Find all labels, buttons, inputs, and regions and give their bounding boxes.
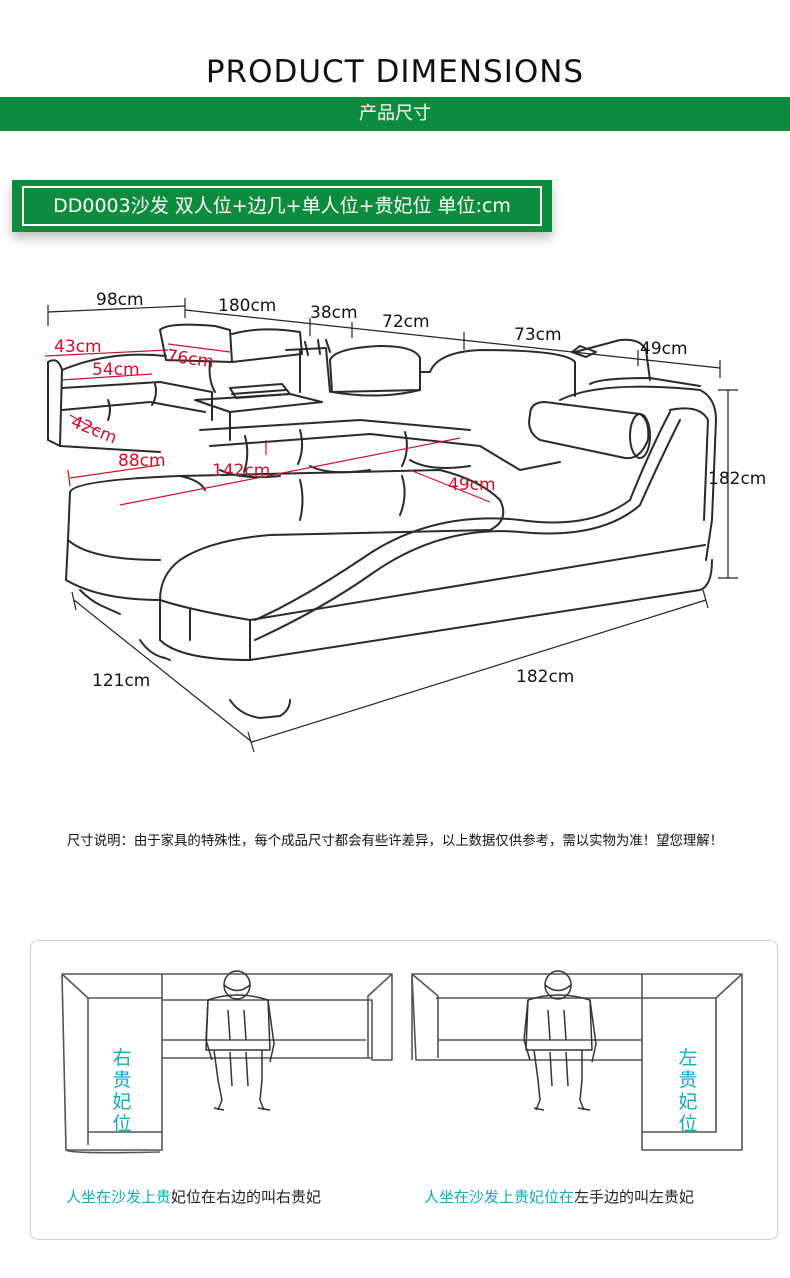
dimension-note: 尺寸说明：由于家具的特殊性，每个成品尺寸都会有些许差异，以上数据仅供参考，需以实…	[66, 834, 724, 849]
left-chaise-caption: 人坐在沙发上贵妃位在左手边的叫左贵妃	[424, 1186, 694, 1207]
right-chaise-char-2: 贵	[112, 1069, 131, 1091]
dim-182-right: 182cm	[708, 469, 766, 489]
right-chaise-caption-colored: 人坐在沙发上贵	[66, 1188, 172, 1206]
right-chaise-char-1: 右	[112, 1047, 131, 1069]
left-chaise-char-2: 贵	[678, 1069, 697, 1091]
model-label-background	[12, 180, 552, 232]
dim-49-top: 49cm	[640, 339, 688, 359]
right-chaise-char-4: 位	[112, 1113, 131, 1135]
dim-98: 98cm	[96, 290, 144, 310]
dim-182-bottom: 182cm	[516, 667, 574, 687]
left-chaise-caption-colored: 人坐在沙发上贵妃位在	[424, 1188, 575, 1206]
dim-88: 88cm	[118, 451, 166, 471]
left-chaise-char-3: 妃	[678, 1091, 697, 1113]
dim-142: 142cm	[212, 461, 270, 481]
orientation-panel	[30, 940, 778, 1240]
left-chaise-char-4: 位	[678, 1113, 697, 1135]
model-label: DD0003沙发 双人位+边几+单人位+贵妃位 单位:cm	[22, 186, 542, 226]
person-figure-left	[205, 970, 275, 1111]
sofa-dimension-diagram: 98cm 180cm 38cm 72cm 73cm 49cm 182cm 121…	[44, 290, 766, 753]
right-chaise-char-3: 妃	[112, 1091, 131, 1113]
person-figure-right	[523, 970, 597, 1111]
right-chaise-caption: 人坐在沙发上贵妃位在右边的叫右贵妃	[66, 1186, 321, 1207]
dim-121: 121cm	[92, 671, 150, 691]
left-chaise-char-1: 左	[678, 1047, 697, 1069]
dim-73: 73cm	[514, 325, 562, 345]
right-chaise-caption-dark: 妃位在右边的叫右贵妃	[171, 1188, 322, 1206]
dim-54: 54cm	[92, 360, 140, 380]
dim-180: 180cm	[218, 296, 276, 316]
dim-72: 72cm	[382, 312, 430, 332]
dim-43: 43cm	[54, 337, 102, 357]
dim-38: 38cm	[310, 303, 358, 323]
section-banner: 产品尺寸	[0, 97, 790, 131]
left-chaise-caption-dark: 左手边的叫左贵妃	[574, 1188, 695, 1206]
dim-49-red: 49cm	[448, 475, 496, 495]
page-title: PRODUCT DIMENSIONS	[205, 54, 585, 90]
